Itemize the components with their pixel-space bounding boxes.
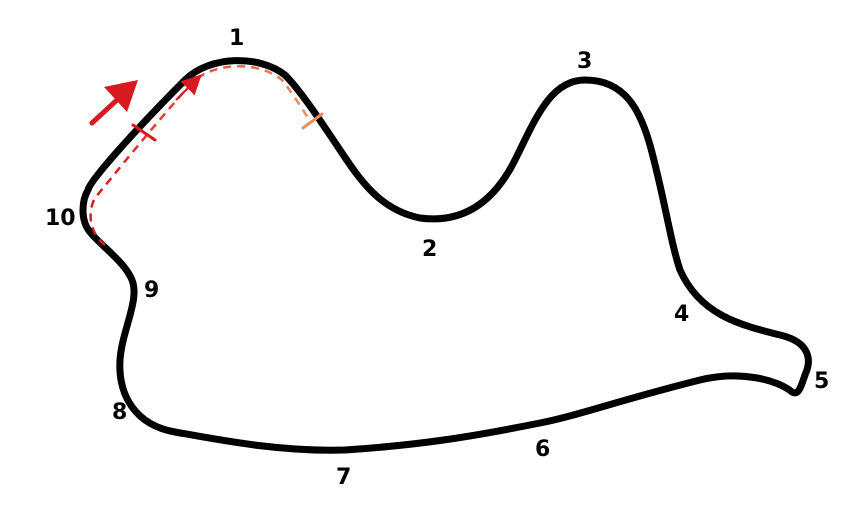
direction-arrow-shaft	[89, 96, 121, 126]
turn-label-7: 7	[336, 465, 351, 490]
turn-label-3: 3	[577, 49, 592, 74]
turn-label-5: 5	[814, 369, 829, 394]
turn-label-6: 6	[535, 437, 550, 462]
turn-label-10: 10	[45, 206, 76, 231]
turn-label-8: 8	[112, 400, 127, 425]
sector-end-marker	[301, 112, 324, 130]
turn-label-9: 9	[144, 278, 159, 303]
turn-label-2: 2	[422, 237, 437, 262]
racing-line-arrow	[175, 74, 202, 101]
turn-label-4: 4	[674, 302, 689, 327]
direction-arrow-head	[104, 80, 138, 112]
sector-start-marker	[131, 123, 157, 142]
turn-label-1: 1	[229, 26, 244, 51]
track-outline	[79, 57, 812, 454]
arrow-up-right-icon	[89, 80, 138, 126]
